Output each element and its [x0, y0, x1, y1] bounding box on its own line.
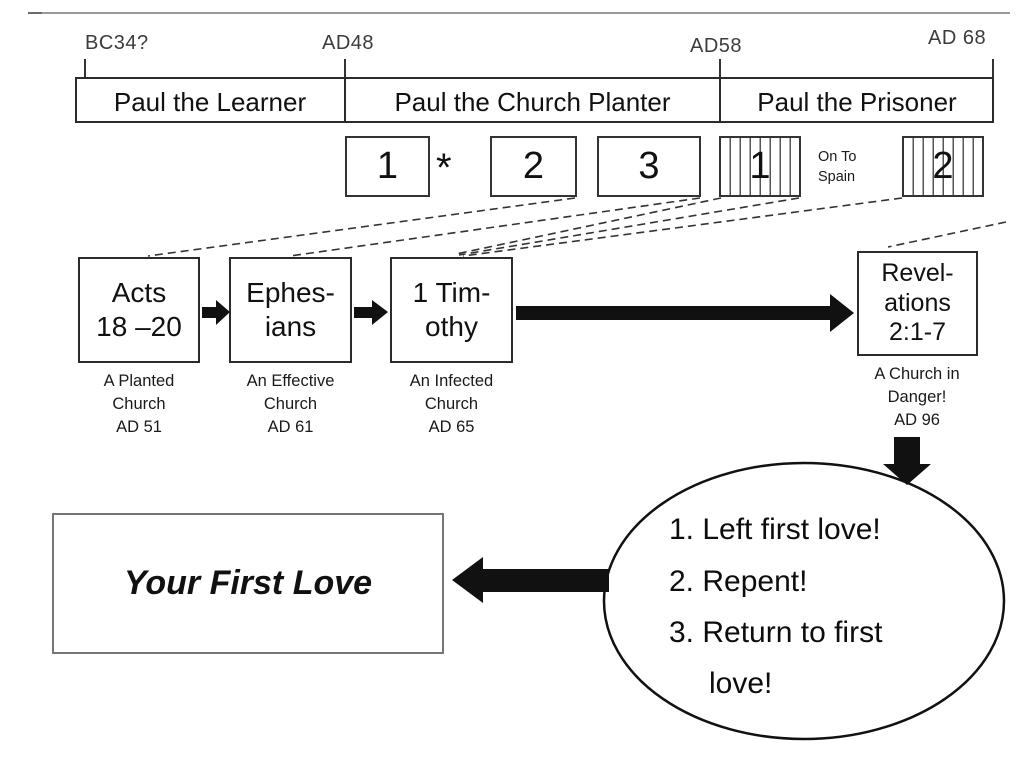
date-ad48: AD48: [322, 32, 375, 54]
dashed-connector-1tim-b: [458, 197, 800, 256]
arrow-long-right-icon: [516, 294, 854, 332]
book-box-1timothy: 1 Tim- othy: [390, 257, 513, 363]
journey-box-1-label: 1: [376, 145, 399, 187]
on-to-spain-note: On To Spain: [818, 149, 857, 186]
period-learner: Paul the Learner: [113, 87, 307, 117]
book-box-revelations: Revel- ations 2:1-7: [857, 251, 978, 356]
top-rule-end: [28, 11, 42, 14]
ellipse-line-1: 1. Left first love!: [669, 513, 881, 546]
timeline-tick: [719, 59, 721, 77]
dashed-connector-1tim-a: [455, 197, 722, 255]
ellipse-callout: [602, 461, 1006, 741]
ellipse-line-2: 2. Repent!: [669, 565, 808, 598]
journey-box-1: 1: [345, 136, 430, 197]
band-divider: [344, 77, 346, 123]
journey-box-2-label: 2: [522, 145, 545, 187]
conclusion-label: Your First Love: [123, 564, 373, 602]
caption-effective-church: An Effective Church AD 61: [246, 372, 335, 436]
date-bc34: BC34?: [85, 32, 149, 54]
dashed-connector-revelations: [887, 221, 1007, 248]
timeline-tick: [84, 59, 86, 77]
imprisonment-box-2-label: 2: [932, 145, 954, 187]
dashed-connector-1tim-c: [462, 197, 903, 257]
journey-box-2: 2: [490, 136, 577, 197]
imprisonment-box-2: 2: [902, 136, 984, 197]
arrow-down-icon: [883, 437, 931, 485]
period-prisoner: Paul the Prisoner: [757, 87, 957, 117]
arrow-left-icon: [452, 557, 609, 603]
date-ad58: AD58: [690, 35, 743, 57]
ellipse-line-3: 3. Return to first: [669, 616, 883, 649]
top-rule: [30, 12, 1010, 14]
dashed-connector-ephesians: [289, 197, 701, 257]
period-church-planter: Paul the Church Planter: [394, 87, 671, 117]
journey-box-3: 3: [597, 136, 701, 197]
book-box-ephesians: Ephes- ians: [229, 257, 352, 363]
caption-church-in-danger: A Church in Danger! AD 96: [874, 365, 960, 429]
dashed-connector-acts: [147, 197, 576, 257]
caption-infected-church: An Infected Church AD 65: [409, 372, 494, 436]
dashed-connectors: [147, 197, 1007, 257]
timeline-tick: [344, 59, 346, 77]
caption-planted-church: A Planted Church AD 51: [103, 372, 175, 436]
arrow-right-icon: [354, 300, 388, 325]
asterisk-separator: *: [436, 146, 452, 190]
ellipse-line-4: love!: [709, 667, 773, 700]
imprisonment-box-1: 1: [719, 136, 801, 197]
timeline-tick: [992, 59, 994, 77]
period-band: [75, 77, 994, 123]
date-ad68: AD 68: [928, 27, 987, 49]
arrow-right-icon: [202, 300, 230, 325]
imprisonment-box-1-label: 1: [749, 145, 771, 187]
book-box-acts: Acts 18 –20: [78, 257, 200, 363]
journey-box-3-label: 3: [638, 145, 660, 187]
conclusion-box: Your First Love: [52, 513, 444, 654]
band-divider: [719, 77, 721, 123]
